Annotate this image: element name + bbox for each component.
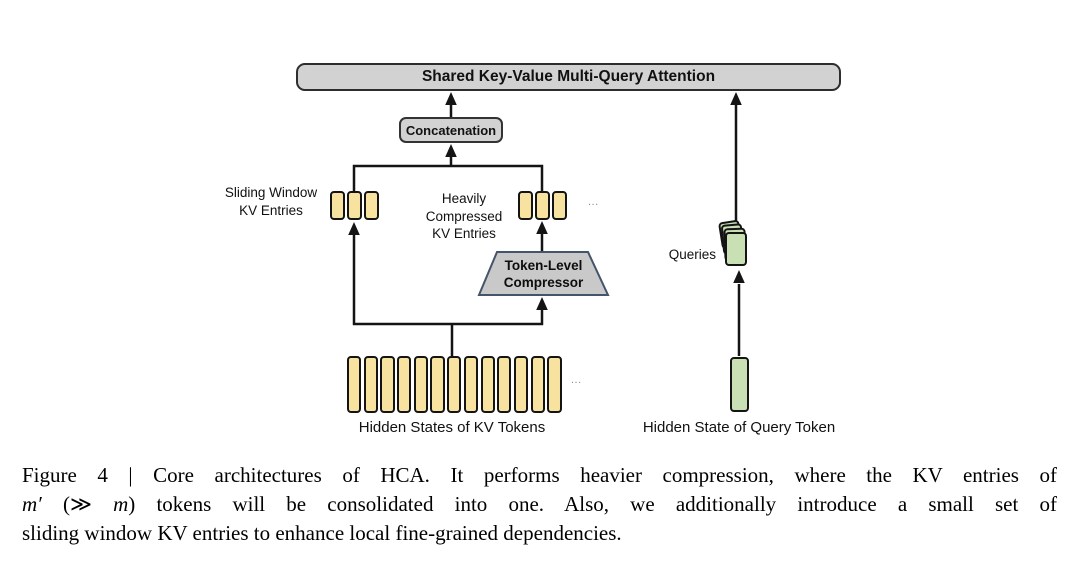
compressor-label-line2: Compressor: [503, 275, 584, 290]
caption-line2: m′ (≫ m) tokens will be consolidated int…: [22, 490, 1057, 519]
concatenation-label: Concatenation: [405, 122, 497, 138]
kv-token-box: [380, 356, 395, 413]
sliding-window-kv-entries: [330, 191, 379, 220]
branch-top: [352, 164, 544, 192]
queries-label: Queries: [668, 247, 716, 262]
token-level-compressor-shape: [477, 251, 610, 296]
concatenation-box: Concatenation: [399, 117, 503, 143]
sliding-window-label-line2: KV Entries: [239, 202, 303, 218]
compressor-label-line1: Token-Level: [504, 258, 583, 273]
kv-entry-box: [552, 191, 567, 220]
kv-entry-box: [330, 191, 345, 220]
kv-token-box: [480, 356, 495, 413]
kv-entry-box: [364, 191, 379, 220]
arrowhead-row-to-compressor: [536, 297, 548, 310]
figure-caption: Figure 4 | Core architectures of HCA. It…: [22, 461, 1057, 548]
kv-entry-box: [535, 191, 550, 220]
caption-line3: sliding window KV entries to enhance loc…: [22, 521, 622, 545]
caption-math-m-prime: m′: [22, 492, 42, 516]
kv-entry-box: [518, 191, 533, 220]
heavily-compressed-label-line2: Compressed: [425, 208, 503, 224]
arrowhead-queries-to-attention: [730, 92, 742, 105]
caption-line2-rest: ) tokens will be consolidated into one. …: [128, 492, 1057, 516]
kv-token-box: [513, 356, 529, 413]
kv-token-box: [547, 356, 562, 413]
compressed-kv-entries: [518, 191, 567, 220]
arrowhead-compressor-to-entries: [536, 221, 548, 234]
caption-line1: Figure 4 | Core architectures of HCA. It…: [22, 463, 1057, 487]
sliding-window-label-line1: Sliding Window: [224, 185, 318, 200]
arrowhead-branch-to-concat: [445, 144, 457, 157]
kv-token-box: [463, 356, 479, 413]
kv-entry-box: [347, 191, 362, 220]
kv-token-box: [363, 356, 378, 413]
sliding-window-label: Sliding Window KV Entries: [212, 184, 330, 219]
kv-token-box: [497, 356, 512, 413]
kv-token-box: [447, 356, 462, 413]
caption-line2-mid: (≫: [41, 492, 114, 516]
heavily-compressed-label: Heavily Compressed KV Entries: [408, 190, 520, 243]
hidden-states-kv-row: [347, 356, 562, 413]
kv-token-box: [413, 356, 429, 413]
heavily-compressed-label-line1: Heavily: [441, 191, 487, 206]
ellipsis-tokens: ...: [571, 374, 582, 386]
arrowhead-query-hidden-to-queries: [733, 270, 745, 283]
hidden-state-query-box: [730, 357, 749, 412]
caption-math-m: m: [113, 492, 129, 516]
arrowhead-concat-to-attention: [445, 92, 457, 105]
ellipsis-entries: ...: [588, 196, 599, 208]
hidden-states-kv-label: Hidden States of KV Tokens: [358, 419, 546, 436]
heavily-compressed-label-line3: KV Entries: [432, 226, 496, 241]
kv-token-box: [347, 356, 362, 413]
kv-token-box: [397, 356, 412, 413]
arrowhead-row-to-sliding: [348, 222, 360, 235]
token-level-compressor-label: Token-Level Compressor: [479, 257, 608, 291]
hidden-state-query-label: Hidden State of Query Token: [642, 419, 836, 436]
kv-token-box: [530, 356, 545, 413]
query-card-front: [725, 232, 747, 266]
shared-kv-attention-label: Shared Key-Value Multi-Query Attention: [421, 68, 716, 85]
kv-token-box: [430, 356, 445, 413]
shared-kv-attention-bar: Shared Key-Value Multi-Query Attention: [296, 63, 841, 91]
